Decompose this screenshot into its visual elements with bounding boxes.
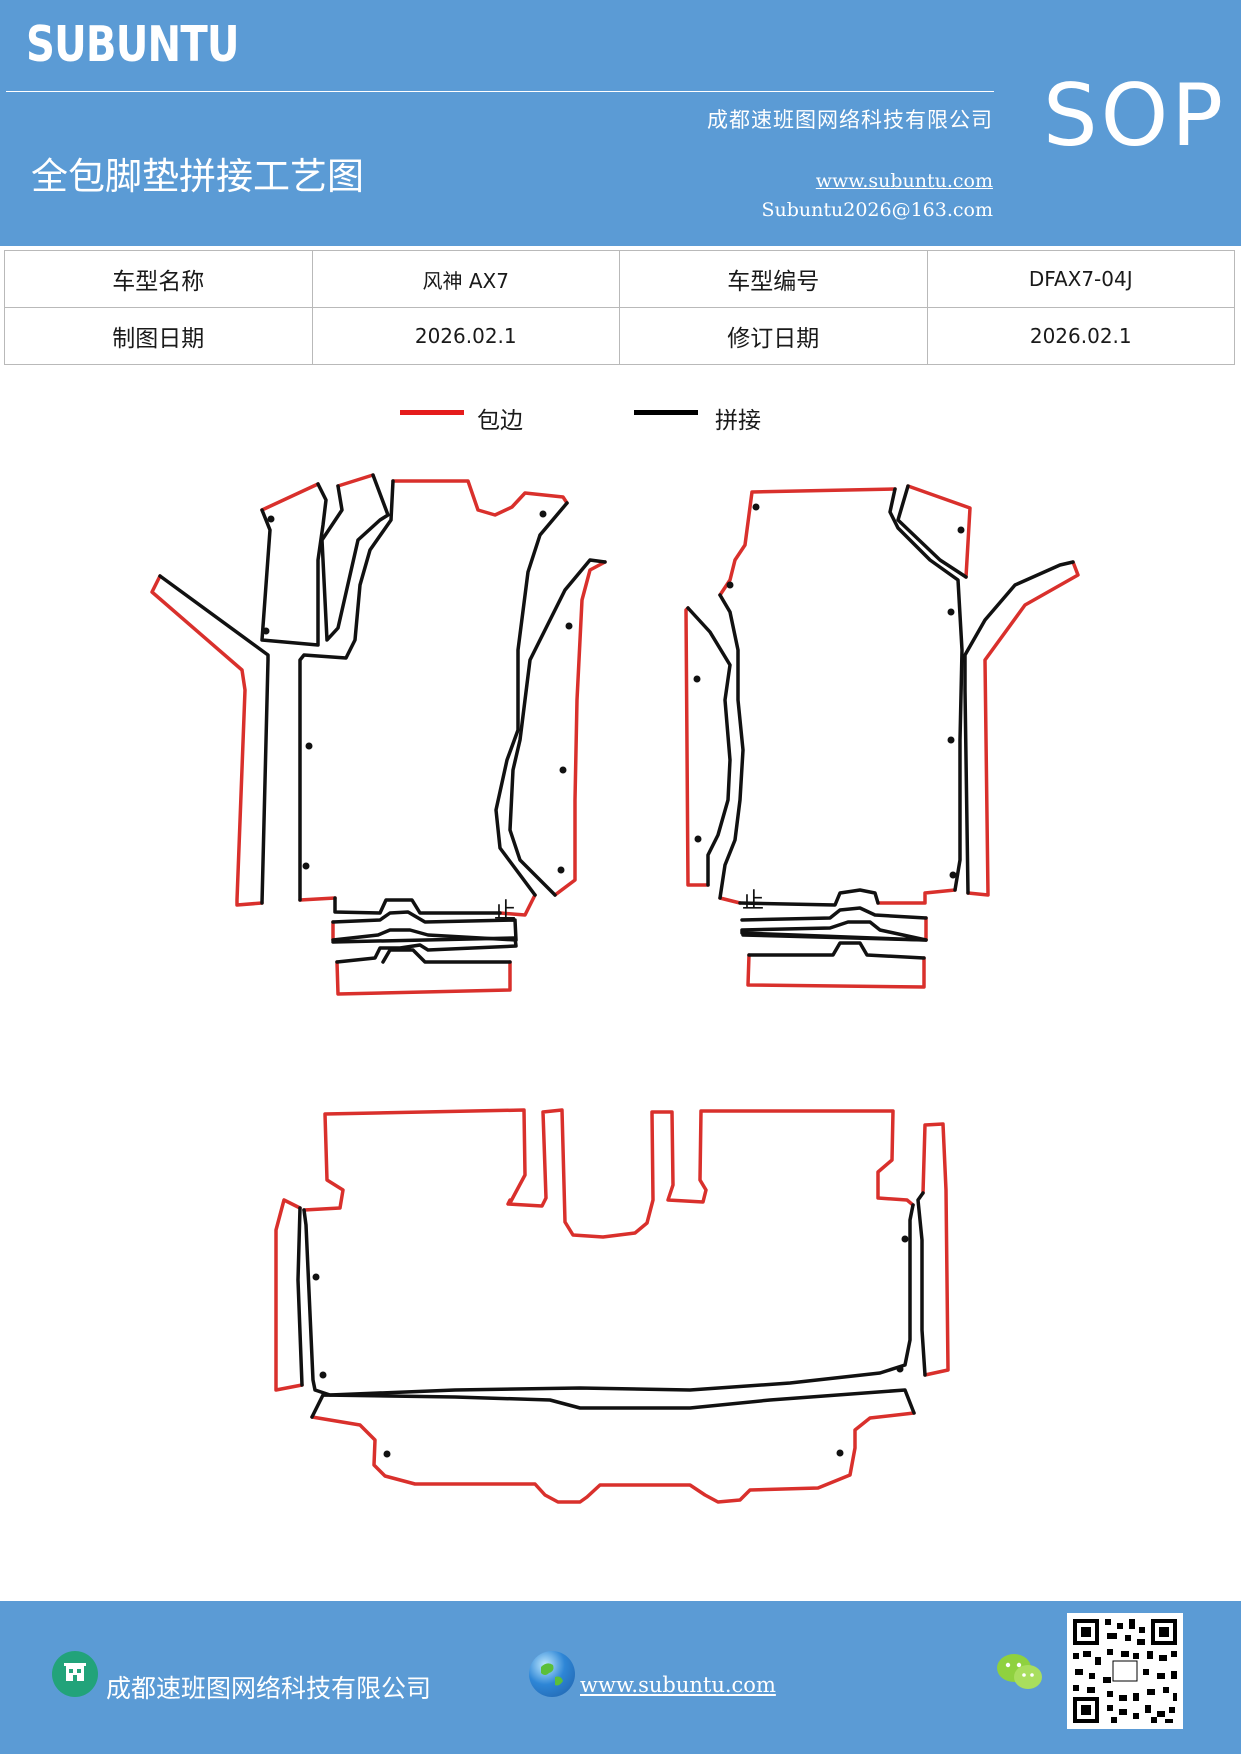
- left-top-piece-b-seam: [320, 473, 390, 642]
- model-name-label: 车型名称: [4, 250, 313, 308]
- model-code-label: 车型编号: [619, 250, 928, 308]
- left-main-mat-seam: [298, 479, 569, 915]
- contact-email: Subuntu2026@163.com: [761, 199, 993, 221]
- left-bottom-strip-1: [331, 910, 518, 942]
- right-left-strip-edge: [684, 606, 710, 887]
- sop-badge: SOP: [1043, 66, 1227, 166]
- revise-date-value: 2026.02.1: [926, 307, 1235, 365]
- right-front-mat-group: 止: [684, 484, 1080, 989]
- left-right-side-piece: [553, 560, 607, 897]
- wechat-icon[interactable]: [995, 1651, 1045, 1693]
- left-front-mat-group: 止: [150, 473, 607, 996]
- left-seam-marker: 止: [494, 899, 516, 924]
- left-bottom-strip-2-edge: [335, 960, 512, 996]
- right-seam-marker: 止: [742, 889, 764, 914]
- left-right-side-piece-seam: [508, 558, 607, 897]
- left-top-piece-a: [260, 482, 320, 512]
- building-icon: [52, 1651, 98, 1697]
- right-top-triangle-seam: [896, 484, 968, 579]
- right-bottom-strip-2: [741, 933, 928, 960]
- left-side-strip: [150, 574, 264, 907]
- right-main-mat-seam: [718, 487, 964, 907]
- header-banner: SUBUNTU 成都速班图网络科技有限公司 全包脚垫拼接工艺图 www.subu…: [0, 0, 1241, 246]
- rear-left-strip-seam: [296, 1206, 304, 1387]
- footer-website-link[interactable]: www.subuntu.com: [580, 1673, 776, 1697]
- right-bottom-strip-2-edge: [746, 953, 926, 989]
- right-left-strip-seam: [686, 606, 732, 887]
- website-link[interactable]: www.subuntu.com: [815, 170, 993, 192]
- model-code-value: DFAX7-04J: [926, 250, 1235, 308]
- right-side-strip-seam: [963, 560, 1075, 895]
- table-row: 车型名称 风神 AX7 车型编号 DFAX7-04J: [4, 250, 1235, 308]
- rear-right-strip-edge: [921, 1122, 950, 1377]
- right-top-triangle-edge: [906, 484, 972, 579]
- left-bottom-strip-2: [331, 936, 518, 964]
- rear-main-mat-seam: [302, 1203, 915, 1397]
- draw-date-value: 2026.02.1: [311, 307, 620, 365]
- vehicle-info-table: 车型名称 风神 AX7 车型编号 DFAX7-04J 制图日期 2026.02.…: [4, 250, 1235, 365]
- footer-banner: 成都速班图网络科技有限公司 www.subuntu.com: [0, 1601, 1241, 1754]
- legend-swatch-seam: [634, 410, 698, 415]
- rear-left-strip-edge: [274, 1198, 304, 1392]
- qr-code[interactable]: [1067, 1613, 1183, 1729]
- rear-bottom-piece-seam: [310, 1388, 916, 1419]
- rear-bottom-piece-edge: [310, 1411, 916, 1504]
- draw-date-label: 制图日期: [4, 307, 313, 365]
- legend-label-seam: 拼接: [715, 408, 761, 434]
- legend-label-edge: 包边: [477, 408, 523, 434]
- left-side-strip-seam: [158, 574, 270, 905]
- legend-swatch-edge: [400, 410, 464, 415]
- revise-date-label: 修订日期: [619, 307, 928, 365]
- rear-mat-group: [274, 1108, 950, 1504]
- rear-right-strip-seam: [916, 1191, 927, 1377]
- right-front-mount-dots: [693, 503, 965, 879]
- rear-main-mat-edge: [302, 1108, 915, 1239]
- right-side-strip-edge: [966, 560, 1080, 897]
- left-front-mount-dots: [262, 510, 573, 874]
- company-name: 成都速班图网络科技有限公司: [707, 108, 993, 132]
- table-row: 制图日期 2026.02.1 修订日期 2026.02.1: [4, 307, 1235, 365]
- left-top-piece-a-seam: [260, 482, 328, 647]
- globe-icon: [529, 1651, 575, 1697]
- model-name-value: 风神 AX7: [311, 250, 620, 308]
- left-main-mat-edge: [298, 479, 569, 917]
- header-divider: [6, 91, 994, 92]
- left-top-piece-b: [336, 473, 375, 488]
- footer-company-name: 成都速班图网络科技有限公司: [106, 1674, 432, 1703]
- legend: 包边 拼接: [400, 401, 850, 441]
- document-title: 全包脚垫拼接工艺图: [31, 155, 364, 198]
- rear-mount-dots: [312, 1235, 909, 1458]
- brand-logo: SUBUNTU: [26, 16, 240, 73]
